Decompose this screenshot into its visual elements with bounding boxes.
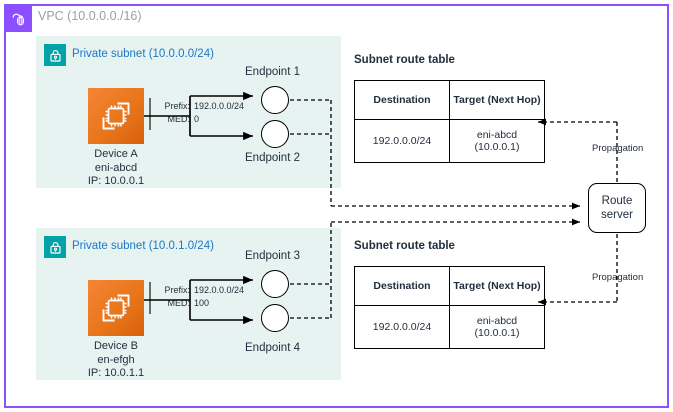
- table-header-row: Destination Target (Next Hop): [354, 80, 545, 120]
- table-row: 192.0.0.0/24 eni-abcd (10.0.0.1): [354, 119, 545, 163]
- table-row: 192.0.0.0/24 eni-abcd (10.0.0.1): [354, 305, 545, 349]
- endpoint-2-label: Endpoint 2: [245, 152, 300, 164]
- private-subnet-lock-icon: [44, 236, 66, 258]
- device-b-label: Device B en-efgh IP: 10.0.1.1: [87, 340, 145, 379]
- table-header-row: Destination Target (Next Hop): [354, 266, 545, 306]
- route-server-label: Route server: [601, 195, 633, 221]
- route-table-2: Destination Target (Next Hop) 192.0.0.0/…: [354, 266, 545, 349]
- cell-target: eni-abcd (10.0.0.1): [449, 305, 545, 349]
- device-a-label: Device A eni-abcd IP: 10.0.0.1: [87, 148, 145, 187]
- vpc-title: VPC (10.0.0.0./16): [38, 9, 142, 23]
- route-server-node[interactable]: Route server: [588, 183, 646, 233]
- med-value-1: 0: [194, 114, 200, 124]
- med-key-1: MED:: [167, 114, 191, 124]
- prefix-key-1: Prefix:: [164, 101, 190, 111]
- header-destination: Destination: [354, 80, 450, 120]
- private-subnet-lock-icon: [44, 44, 66, 66]
- prefix-value-2: 192.0.0.0/24: [194, 285, 245, 295]
- propagation-label-top: Propagation: [592, 143, 644, 154]
- private-subnet-2-container: [36, 228, 341, 380]
- private-subnet-1-container: [36, 36, 341, 188]
- header-destination: Destination: [354, 266, 450, 306]
- endpoint-1-circle[interactable]: [261, 86, 289, 114]
- endpoint-1-label: Endpoint 1: [245, 66, 300, 78]
- med-key-2: MED:: [167, 298, 191, 308]
- private-subnet-2-title: Private subnet (10.0.1.0/24): [72, 240, 214, 252]
- cell-destination: 192.0.0.0/24: [354, 305, 450, 349]
- endpoint-3-circle[interactable]: [261, 270, 289, 298]
- propagation-label-bottom: Propagation: [592, 272, 644, 283]
- header-target: Target (Next Hop): [449, 266, 545, 306]
- header-target: Target (Next Hop): [449, 80, 545, 120]
- med-value-2: 100: [194, 298, 210, 308]
- prefix-key-2: Prefix:: [164, 285, 190, 295]
- prefix-value-1: 192.0.0.0/24: [194, 101, 245, 111]
- cell-destination: 192.0.0.0/24: [354, 119, 450, 163]
- route-table-2-title: Subnet route table: [354, 240, 455, 252]
- cell-target: eni-abcd (10.0.0.1): [449, 119, 545, 163]
- endpoint-4-label: Endpoint 4: [245, 342, 300, 354]
- device-a-icon: [88, 88, 144, 144]
- endpoint-2-circle[interactable]: [261, 120, 289, 148]
- endpoint-3-label: Endpoint 3: [245, 250, 300, 262]
- endpoint-4-circle[interactable]: [261, 304, 289, 332]
- vpc-cloud-icon: [6, 6, 32, 32]
- device-b-icon: [88, 280, 144, 336]
- route-table-1-title: Subnet route table: [354, 54, 455, 66]
- private-subnet-1-title: Private subnet (10.0.0.0/24): [72, 48, 214, 60]
- route-table-1: Destination Target (Next Hop) 192.0.0.0/…: [354, 80, 545, 163]
